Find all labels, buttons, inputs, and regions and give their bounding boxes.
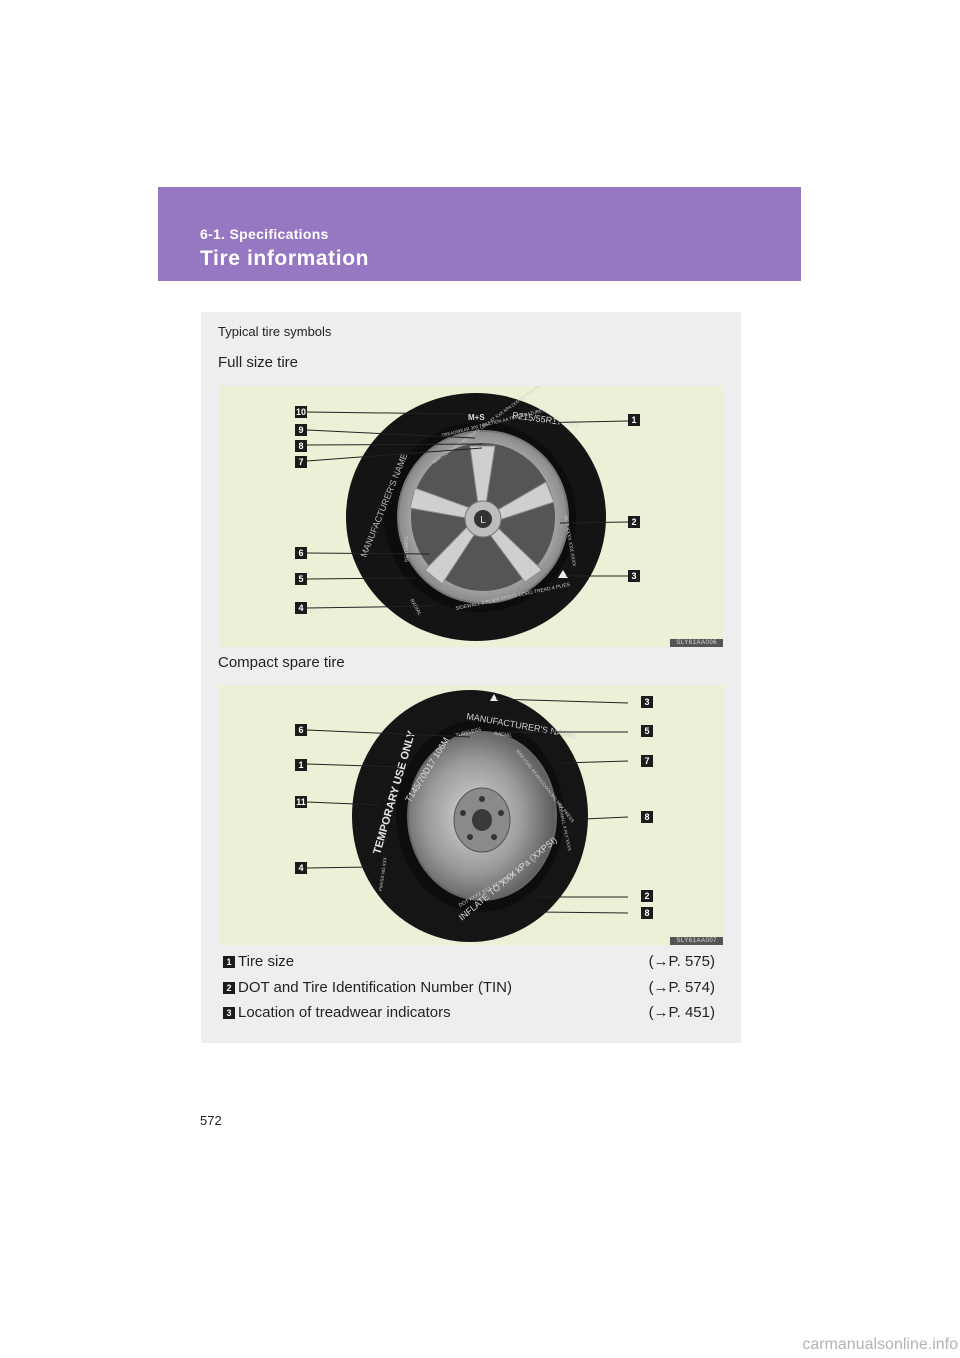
page-reference-link[interactable]: (→P. 451) <box>648 1004 715 1021</box>
legend-number: 1 <box>223 956 235 968</box>
compact-spare-illustration: TEMPORARY USE ONLY T145/70D17 106M TUBEL… <box>306 690 629 942</box>
svg-text:TUBELESS: TUBELESS <box>402 536 409 563</box>
callout-1: 1 <box>628 414 640 426</box>
tire-ms-text: M+S <box>468 413 485 422</box>
compact-spare-heading: Compact spare tire <box>218 654 345 671</box>
legend-item: 2 DOT and Tire Identification Number (TI… <box>223 979 715 999</box>
legend-number: 3 <box>223 1007 235 1019</box>
callout-6: 6 <box>295 547 307 559</box>
callout-1: 1 <box>295 759 307 771</box>
callout-4: 4 <box>295 862 307 874</box>
section-label: 6-1. Specifications <box>200 226 329 242</box>
compact-spare-figure: TEMPORARY USE ONLY T145/70D17 106M TUBEL… <box>220 685 723 945</box>
full-size-tire-heading: Full size tire <box>218 354 299 371</box>
svg-text:L: L <box>480 515 486 526</box>
page-reference-link[interactable]: (→P. 574) <box>648 979 715 996</box>
callout-8: 8 <box>641 811 653 823</box>
callout-6: 6 <box>295 724 307 736</box>
callout-10: 10 <box>295 406 307 418</box>
legend-item: 1 Tire size (→P. 575) <box>223 953 715 973</box>
legend-text: Tire size <box>238 953 295 970</box>
callout-8: 8 <box>641 907 653 919</box>
section-header: 6-1. Specifications Tire information <box>158 187 801 281</box>
subheading: Typical tire symbols <box>218 324 332 339</box>
full-size-tire-illustration: L M+S P215/55R17 93V TREADWEAR 300 TRACT… <box>306 377 629 641</box>
callout-3: 3 <box>628 570 640 582</box>
svg-text:FMVSS NO.XXX: FMVSS NO.XXX <box>378 857 388 891</box>
figure-code: SLY61AA007 <box>670 937 723 945</box>
legend-number: 2 <box>223 982 235 994</box>
callout-5: 5 <box>641 725 653 737</box>
legend-item: 3 Location of treadwear indicators (→P. … <box>223 1004 715 1024</box>
callout-2: 2 <box>641 890 653 902</box>
callout-2: 2 <box>628 516 640 528</box>
svg-text:RADIAL: RADIAL <box>494 731 513 739</box>
page-number: 572 <box>200 1113 222 1128</box>
callout-7: 7 <box>641 755 653 767</box>
legend-text: Location of treadwear indicators <box>238 1004 451 1021</box>
callout-3: 3 <box>641 696 653 708</box>
page-reference-link[interactable]: (→P. 575) <box>648 953 715 970</box>
callout-8: 8 <box>295 440 307 452</box>
page-title: Tire information <box>200 247 370 270</box>
callout-5: 5 <box>295 573 307 585</box>
callout-4: 4 <box>295 602 307 614</box>
watermark: carmanualsonline.info <box>802 1336 958 1353</box>
full-size-tire-figure: L M+S P215/55R17 93V TREADWEAR 300 TRACT… <box>220 377 723 647</box>
legend-text: DOT and Tire Identification Number (TIN) <box>238 979 512 996</box>
callout-9: 9 <box>295 424 307 436</box>
callout-11: 11 <box>295 796 307 808</box>
figure-code: SLY61AA006 <box>670 639 723 647</box>
callout-7: 7 <box>295 456 307 468</box>
